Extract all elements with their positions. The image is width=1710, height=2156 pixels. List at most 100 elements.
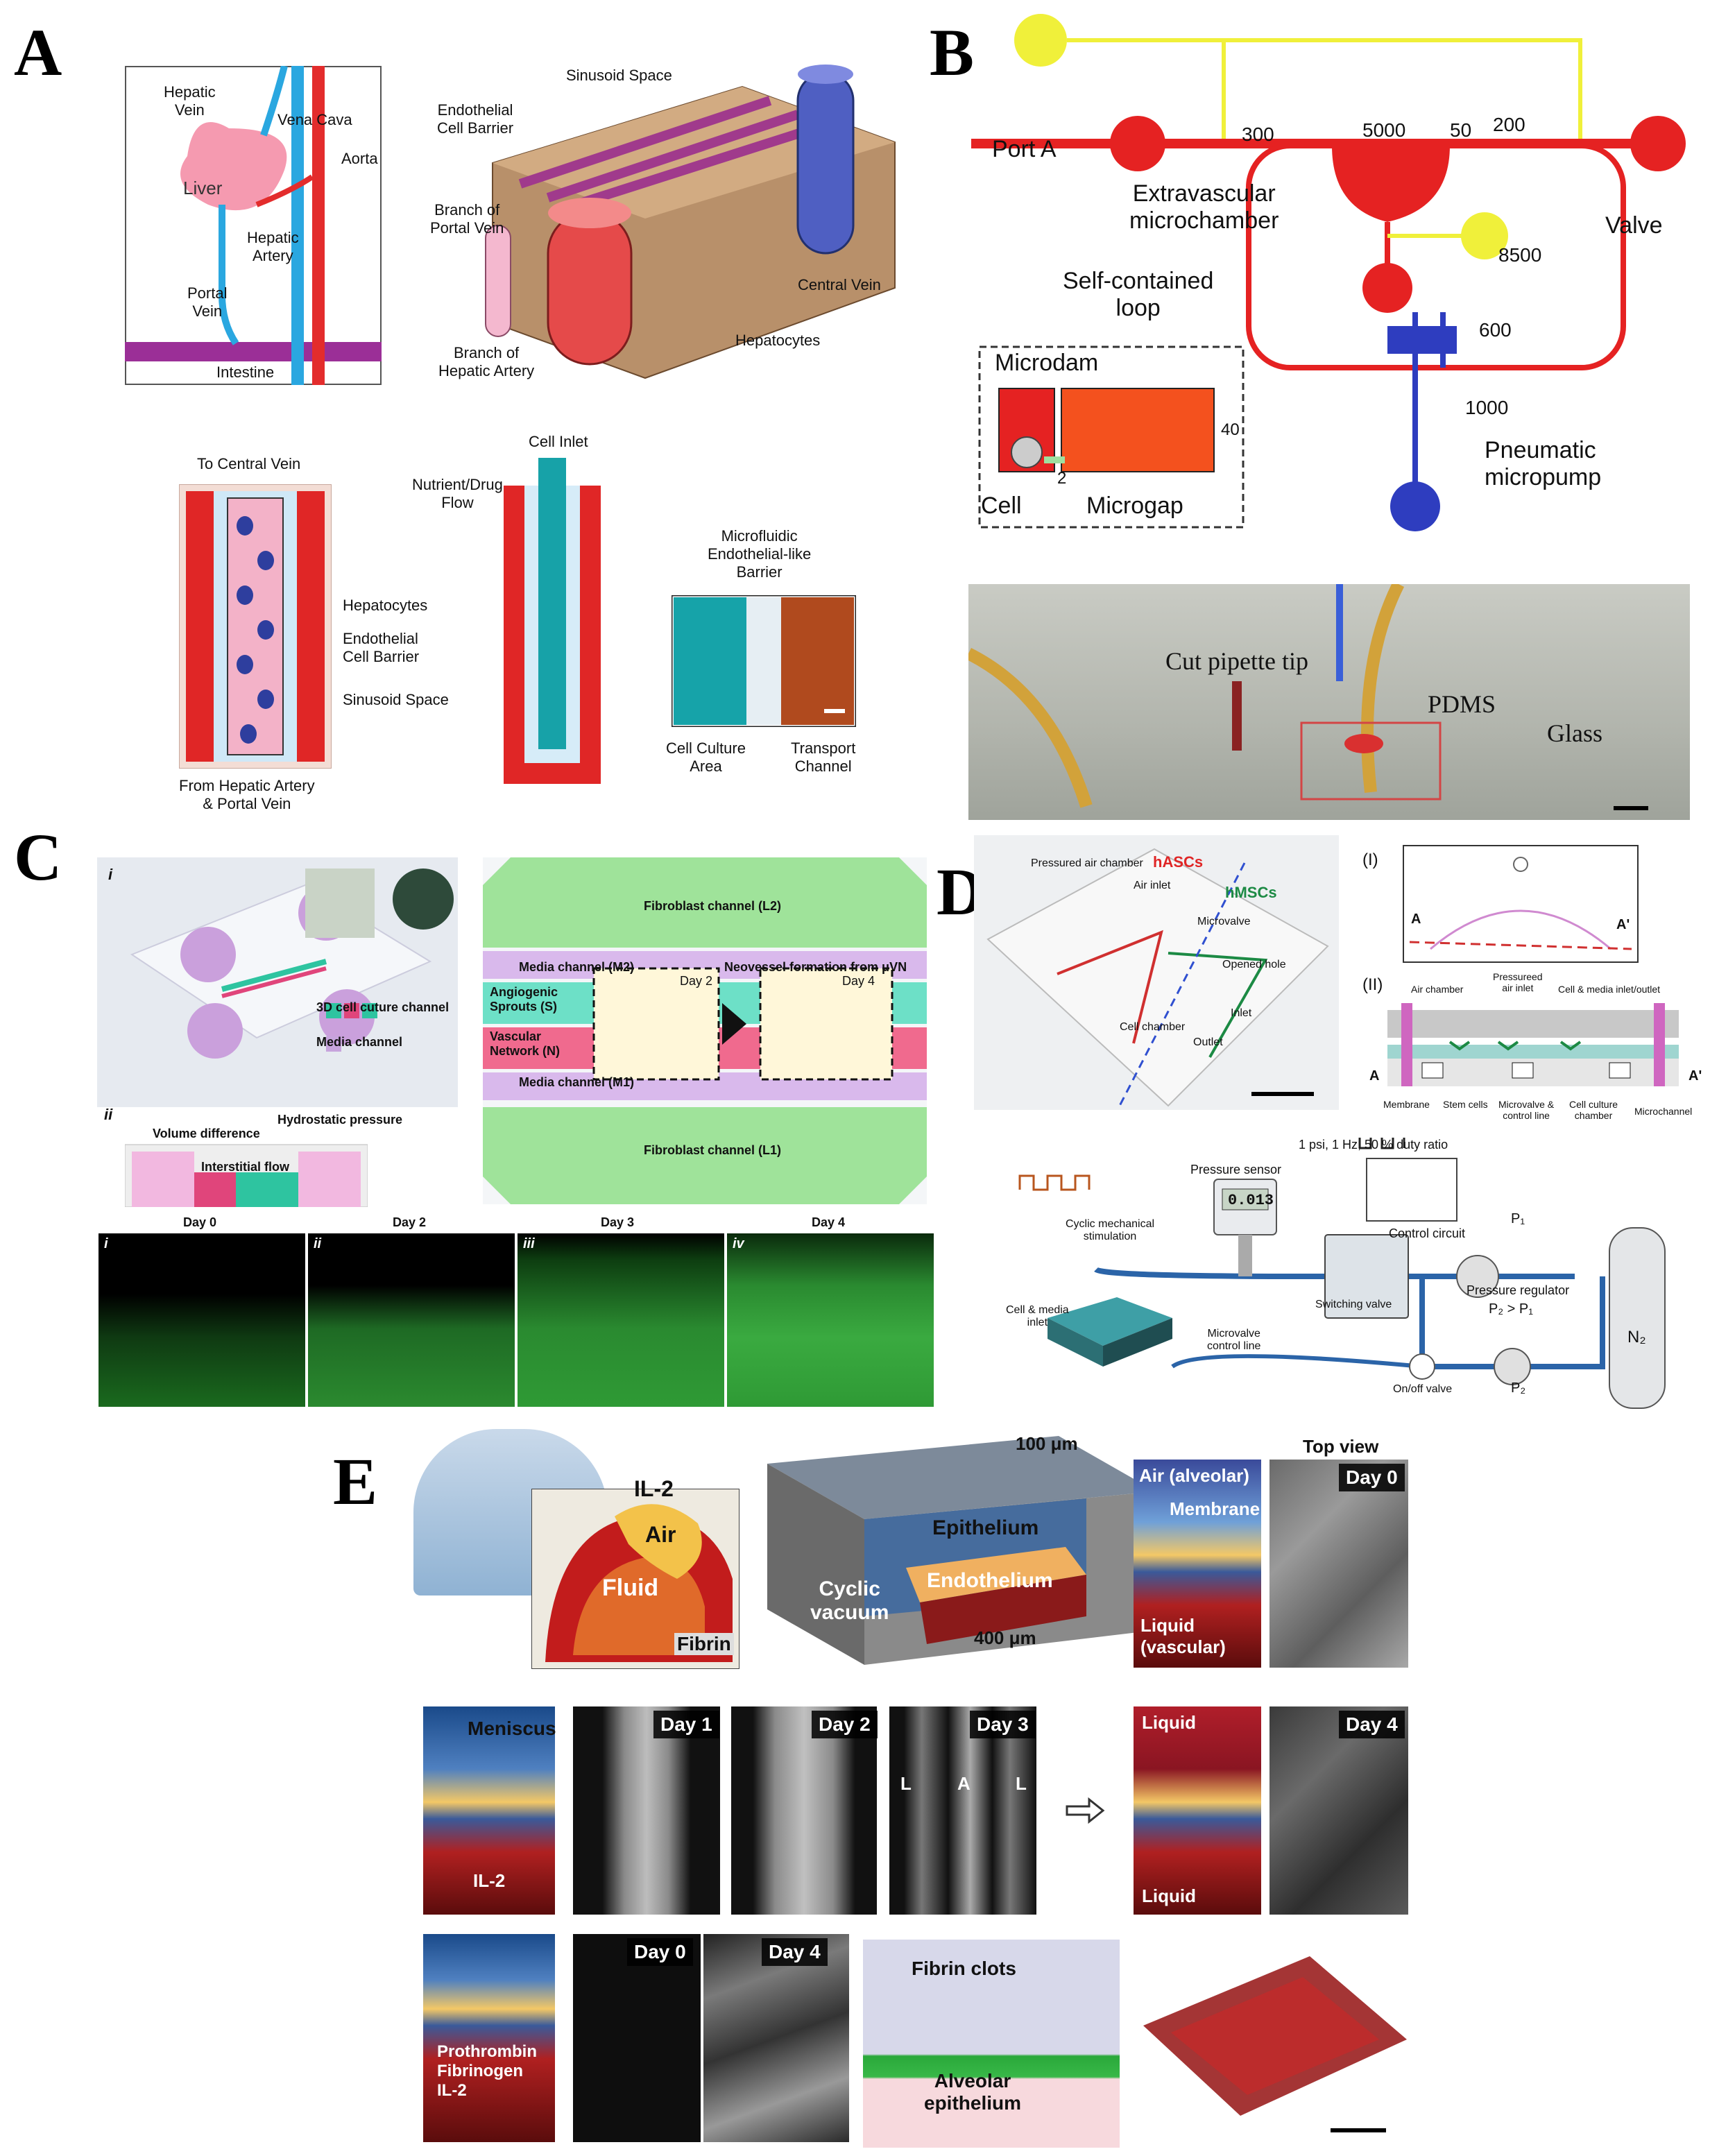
- label-e-endothelium: Endothelium: [927, 1569, 1053, 1592]
- tag-e-day0: Day 0: [1339, 1464, 1405, 1491]
- label-microvalve-line: Microvalve control line: [1207, 1328, 1261, 1352]
- label-microvalve-control: Microvalve & control line: [1498, 1099, 1555, 1121]
- panel-e-micrograph-fibrin-day0: [573, 1934, 701, 2142]
- label-c-ii: ii: [104, 1106, 113, 1123]
- label-p1: P₁: [1511, 1211, 1525, 1226]
- label-pressured-air-inlet: Pressureed air inlet: [1493, 971, 1543, 993]
- panel-letter-e: E: [333, 1444, 378, 1518]
- panel-c-flow-schematic: [125, 1144, 368, 1207]
- label-vena-cava: Vena Cava: [277, 111, 352, 128]
- panel-e-layer-2: [1134, 1706, 1261, 1915]
- panel-c-micrograph-1: [99, 1233, 305, 1407]
- label-cell-culture-area: Cell Culture Area: [666, 739, 746, 775]
- label-c-day2: Day 2: [680, 974, 713, 988]
- label-hepatic-vein: Hepatic Vein: [164, 83, 216, 119]
- panel-b-chip-schematic: [971, 14, 1686, 531]
- tag-e-day3: Day 3: [970, 1711, 1036, 1738]
- label-e-liquid-vascular: Liquid (vascular): [1140, 1615, 1226, 1657]
- label-c-day-2: Day 2: [393, 1215, 427, 1229]
- label-central-vein: Central Vein: [798, 276, 881, 293]
- label-air-inlet: Air inlet: [1134, 880, 1171, 891]
- tag-e-fibrin-day0: Day 0: [627, 1938, 693, 1966]
- label-cell-media-inlet: Cell & media inlet: [1006, 1304, 1069, 1328]
- label-e-air: Air: [645, 1522, 676, 1547]
- label-cs-a-prime: A': [1688, 1068, 1702, 1084]
- label-dim-300: 300: [1242, 123, 1274, 145]
- panel-c-micrograph-2: [308, 1233, 515, 1407]
- label-c-day-4: Day 4: [812, 1215, 846, 1229]
- label-valve: Valve: [1605, 212, 1663, 239]
- label-culture-channel: 3D cell cuture channel: [316, 1000, 450, 1014]
- panel-letter-a: A: [14, 15, 62, 89]
- label-endothelial-barrier: Endothelial Cell Barrier: [343, 630, 420, 665]
- label-d-roman-1: (I): [1362, 850, 1378, 869]
- label-neovessel: Neovessel formation from μVN: [724, 960, 907, 974]
- label-to-central-vein: To Central Vein: [197, 455, 301, 472]
- label-c-roman-4: iv: [733, 1236, 744, 1251]
- label-c-i: i: [108, 866, 113, 883]
- panel-d-device-photo: [974, 835, 1339, 1110]
- panel-letter-c: C: [14, 820, 62, 894]
- label-pressure-sensor: Pressure sensor: [1190, 1163, 1282, 1177]
- label-port-a: Port A: [992, 136, 1057, 162]
- panel-c-micrograph-3: [518, 1233, 724, 1407]
- label-e-top-view: Top view: [1303, 1436, 1379, 1457]
- label-air-chamber: Air chamber: [1411, 984, 1464, 995]
- label-liver: Liver: [183, 178, 223, 198]
- label-d-a-prime: A': [1616, 917, 1630, 932]
- label-from-hepatic: From Hepatic Artery & Portal Vein: [179, 777, 315, 812]
- label-pneumatic: Pneumatic micropump: [1485, 437, 1602, 490]
- panel-e-micrograph-day1: [573, 1706, 720, 1915]
- label-cs-a: A: [1369, 1068, 1380, 1084]
- label-cell-media-io: Cell & media inlet/outlet: [1558, 984, 1661, 995]
- label-inlet: Inlet: [1231, 1007, 1252, 1019]
- tag-e-day2: Day 2: [812, 1711, 878, 1738]
- label-e-fluid: Fluid: [602, 1575, 659, 1601]
- label-n2: N₂: [1627, 1328, 1646, 1346]
- label-e-fibrin-clots: Fibrin clots: [912, 1958, 1016, 1979]
- label-e-il2: IL-2: [634, 1476, 674, 1501]
- label-media-m1: Media channel (M1): [519, 1075, 635, 1089]
- panel-letter-b: B: [930, 15, 975, 89]
- label-e-100um: 100 μm: [1016, 1433, 1078, 1454]
- label-branch-portal-vein: Branch of Portal Vein: [430, 201, 504, 237]
- label-c-roman-3: iii: [523, 1236, 535, 1251]
- label-d-roman-2: (II): [1362, 975, 1383, 994]
- label-outlet: Outlet: [1193, 1036, 1223, 1048]
- label-switching: Switching valve: [1315, 1299, 1392, 1310]
- panel-c-chip-render: [97, 857, 458, 1107]
- panel-e-fibrin-3d: [1143, 1956, 1407, 2132]
- label-dim-600: 600: [1479, 319, 1512, 341]
- label-e-epithelium: Epithelium: [932, 1516, 1039, 1539]
- label-e-air-alveolar: Air (alveolar): [1139, 1465, 1249, 1486]
- label-sinusoid-space: Sinusoid Space: [343, 691, 449, 708]
- arrow-right-icon: [1066, 1797, 1105, 1824]
- label-microfluidic-barrier: Microfluidic Endothelial-like Barrier: [708, 527, 812, 581]
- label-cell-chamber: Cell chamber: [1120, 1021, 1186, 1033]
- tag-e-day4: Day 4: [1339, 1711, 1405, 1738]
- label-control-circuit: Control circuit: [1389, 1226, 1466, 1240]
- label-c-day-3: Day 3: [601, 1215, 635, 1229]
- label-onoff: On/off valve: [1393, 1383, 1453, 1395]
- panel-a-microfluidic-device: [504, 458, 601, 784]
- label-hascs: hASCs: [1153, 853, 1204, 871]
- panel-a-lobule-illustration: [485, 65, 896, 379]
- label-e-liquid-bottom: Liquid: [1142, 1885, 1196, 1906]
- label-e-400um: 400 μm: [974, 1627, 1036, 1648]
- panel-e-micrograph-day3: [889, 1706, 1036, 1915]
- panel-a-anatomy-diagram: [125, 66, 382, 385]
- panel-e-micrograph-day4: [1269, 1706, 1408, 1915]
- label-media-channel-c: Media channel: [316, 1035, 403, 1049]
- panel-e-channel-3d: [767, 1436, 1156, 1665]
- label-nutrient-flow: Nutrient/Drug Flow: [412, 476, 503, 511]
- label-membrane-d: Membrane: [1383, 1099, 1430, 1110]
- label-cell-culture-chamber: Cell culture chamber: [1569, 1099, 1618, 1121]
- label-vascular: Vascular Network (N): [490, 1029, 561, 1058]
- label-hmscs: hMSCs: [1225, 884, 1277, 901]
- panel-e-micrograph-day0: [1269, 1460, 1408, 1668]
- label-pdms: PDMS: [1428, 690, 1496, 718]
- label-interstitial: Interstitial flow: [201, 1160, 290, 1174]
- label-dim-2: 2: [1057, 469, 1067, 488]
- label-e-l-1: L: [900, 1773, 912, 1794]
- label-sinusoid-space-top: Sinusoid Space: [566, 67, 672, 84]
